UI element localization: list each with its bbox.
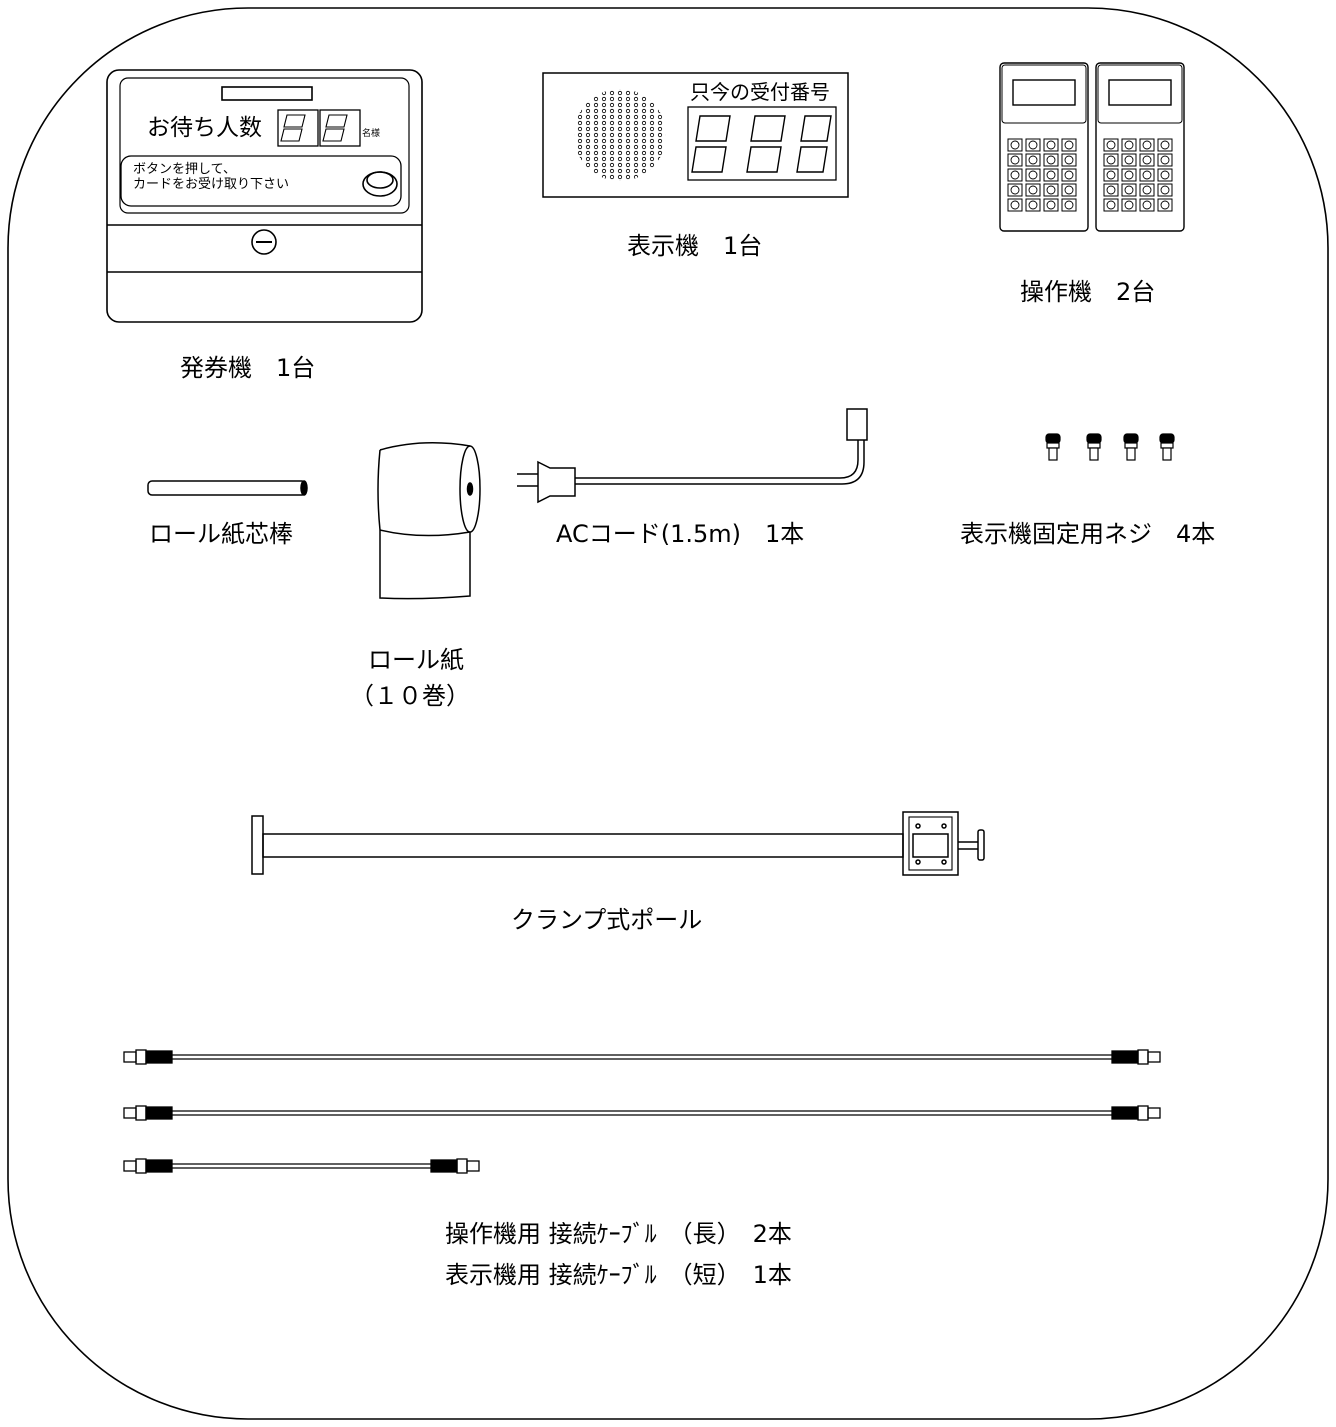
- roll-core-label: ロール紙芯棒: [149, 520, 293, 548]
- ticket-machine-panel-title: お待ち人数: [147, 115, 262, 141]
- ticket-machine-unit: 名様: [362, 129, 381, 139]
- roll-paper-label-2: （１０巻）: [350, 682, 470, 710]
- display-unit-panel-title: 只今の受付番号: [690, 80, 830, 104]
- ticket-machine-instruction-2: カードをお受け取り下さい: [133, 177, 290, 192]
- ticket-machine-drawing: [106, 69, 423, 323]
- controller-drawing: [999, 62, 1185, 232]
- cables-label-1: 操作機用 接続ｹｰﾌﾞﾙ （長） 2本: [445, 1220, 792, 1248]
- ticket-machine-instruction-1: ボタンを押して、: [133, 162, 236, 177]
- display-unit-drawing: [542, 72, 849, 198]
- display-unit-label: 表示機 1台: [627, 232, 763, 260]
- roll-core-drawing: [147, 480, 308, 496]
- roll-paper-drawing: [377, 442, 481, 600]
- ticket-machine-label: 発券機 1台: [180, 354, 316, 382]
- screws-drawing: [1045, 433, 1175, 461]
- screws-label: 表示機固定用ネジ 4本: [960, 520, 1216, 548]
- outer-frame: [7, 7, 1329, 1420]
- controller-label: 操作機 2台: [1020, 278, 1156, 306]
- ac-cord-label: ACコード(1.5m) 1本: [556, 520, 805, 548]
- clamp-pole-label: クランプ式ポール: [511, 906, 703, 934]
- ac-cord-drawing: [517, 408, 868, 504]
- roll-paper-label-1: ロール紙: [368, 646, 464, 674]
- cables-drawing: [123, 1049, 1161, 1174]
- clamp-pole-drawing: [251, 811, 985, 876]
- cables-label-2: 表示機用 接続ｹｰﾌﾞﾙ （短） 1本: [445, 1261, 792, 1289]
